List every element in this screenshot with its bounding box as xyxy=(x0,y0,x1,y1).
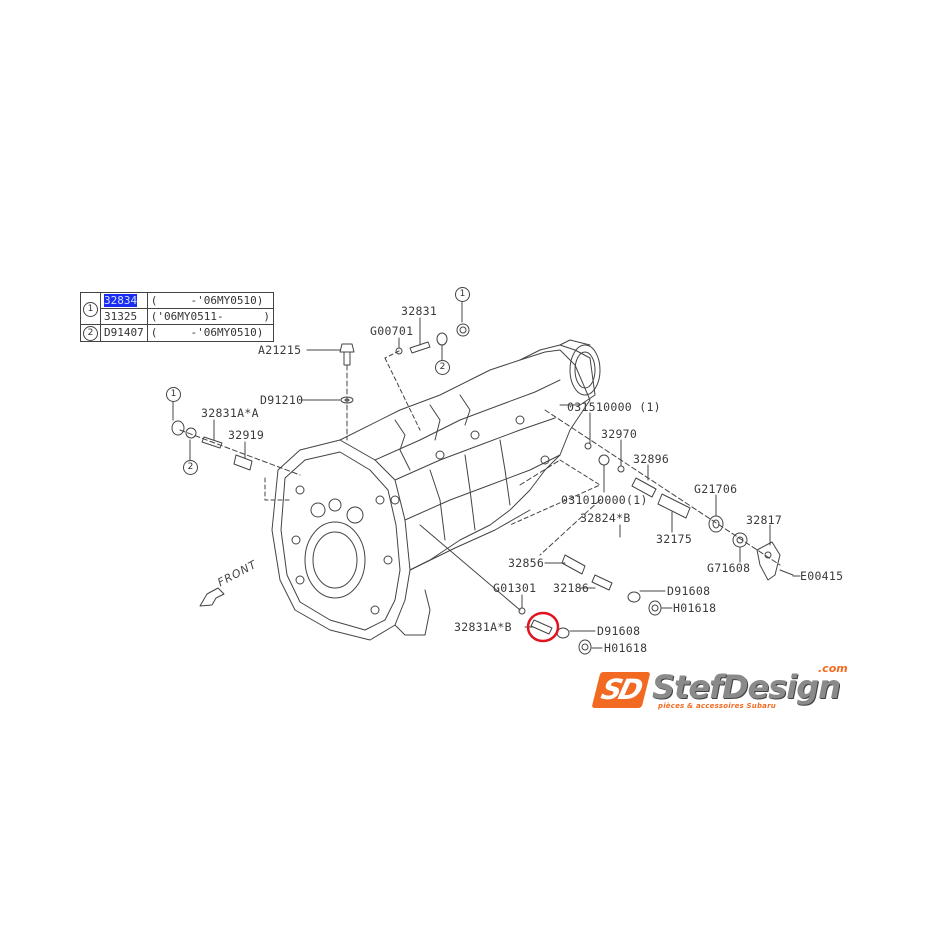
highlighted-part-number[interactable]: 32834 xyxy=(104,293,138,307)
label-h01618-upper[interactable]: H01618 xyxy=(673,601,717,615)
callout-2-top-right: 2 xyxy=(435,360,450,375)
label-031010000[interactable]: 031010000(1) xyxy=(561,493,648,507)
label-e00415[interactable]: E00415 xyxy=(800,569,844,583)
label-32970[interactable]: 32970 xyxy=(601,427,638,441)
top-plug-group xyxy=(384,323,470,431)
part-number-cell[interactable]: 32834 xyxy=(100,292,148,309)
model-range-cell: ( -'06MY0510) xyxy=(146,324,274,342)
stefdesign-logo[interactable]: SD StefDesign .com pièces & accessoires … xyxy=(591,662,856,718)
applicability-table: 1 32834 ( -'06MY0510) 31325 ('06MY0511- … xyxy=(80,292,274,342)
label-g71608[interactable]: G71608 xyxy=(707,561,751,575)
logo-domain-suffix: .com xyxy=(818,662,848,675)
callout-1-badge: 1 xyxy=(83,301,98,317)
table-row: 2 D91407 ( -'06MY0510) xyxy=(80,324,274,342)
label-g21706[interactable]: G21706 xyxy=(694,482,738,496)
callout-2-badge: 2 xyxy=(83,326,98,341)
left-plug-group xyxy=(171,420,301,501)
label-g01301[interactable]: G01301 xyxy=(493,581,537,595)
label-32824-b[interactable]: 32824*B xyxy=(580,511,631,525)
table-row: 31325 ('06MY0511- ) xyxy=(81,308,274,325)
leader-lines xyxy=(172,299,801,649)
part-number-cell[interactable]: D91407 xyxy=(100,324,148,342)
label-32856[interactable]: 32856 xyxy=(508,556,545,570)
label-h01618-lower[interactable]: H01618 xyxy=(604,641,648,655)
label-32175[interactable]: 32175 xyxy=(656,532,693,546)
callout-1-top-right: 1 xyxy=(455,287,470,302)
callout-1-left: 1 xyxy=(166,387,181,402)
label-d91210[interactable]: D91210 xyxy=(260,393,304,407)
label-32831a-b[interactable]: 32831A*B xyxy=(454,620,512,634)
callout-2-left: 2 xyxy=(183,460,198,475)
logo-wordmark: StefDesign xyxy=(652,668,841,706)
highlight-circle xyxy=(526,611,560,643)
label-32817[interactable]: 32817 xyxy=(746,513,783,527)
label-32186[interactable]: 32186 xyxy=(553,581,590,595)
label-a21215[interactable]: A21215 xyxy=(258,343,302,357)
label-d91608-lower[interactable]: D91608 xyxy=(597,624,641,638)
logo-mark-text: SD xyxy=(598,673,644,706)
label-g00701[interactable]: G00701 xyxy=(370,324,414,338)
transmission-case xyxy=(271,339,601,641)
label-32831a-a[interactable]: 32831A*A xyxy=(201,406,259,420)
label-031510000[interactable]: 031510000 (1) xyxy=(567,400,661,414)
label-32896[interactable]: 32896 xyxy=(633,452,670,466)
label-32919[interactable]: 32919 xyxy=(228,428,265,442)
label-d91608-upper[interactable]: D91608 xyxy=(667,584,711,598)
label-32831[interactable]: 32831 xyxy=(401,304,438,318)
logo-tagline: pièces & accessoires Subaru xyxy=(658,702,776,710)
detent-groups xyxy=(419,499,662,655)
front-arrow-icon xyxy=(199,587,225,607)
bolt-a21215 xyxy=(339,343,355,441)
callout-cell: 1 xyxy=(80,292,101,325)
shift-components xyxy=(509,409,794,581)
logo-mark-icon: SD xyxy=(591,672,651,708)
callout-cell: 2 xyxy=(80,324,101,342)
